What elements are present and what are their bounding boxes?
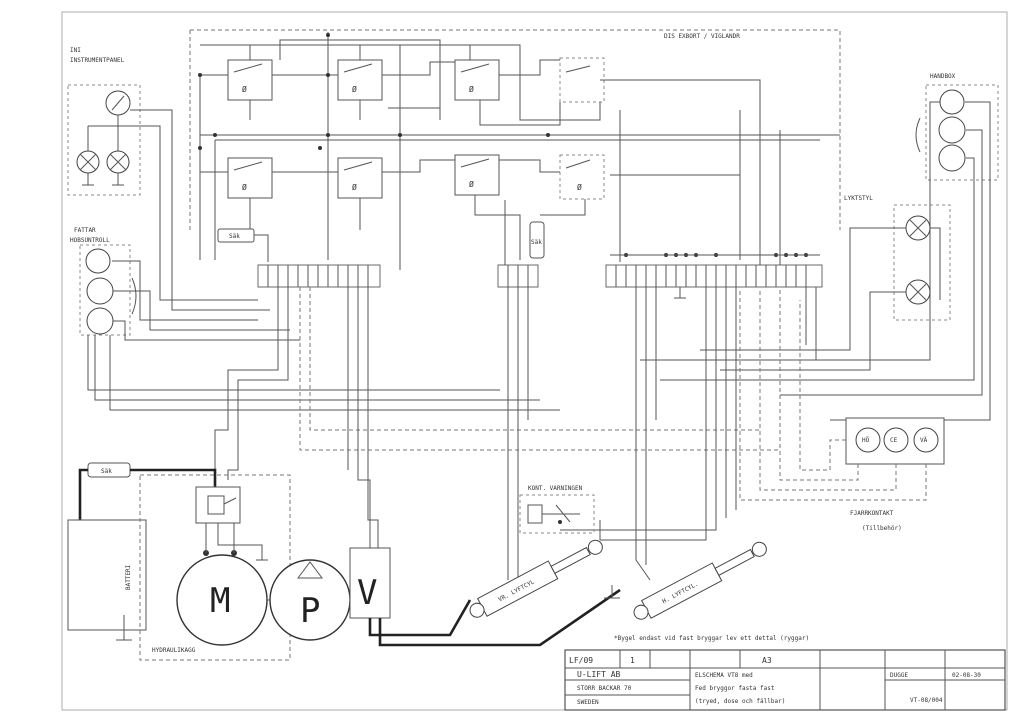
- title-block-title-3: (tryed, dose och fällbar): [695, 698, 785, 705]
- remote-control-sublabel: (Tillbehör): [862, 525, 902, 532]
- terminal-strip-left: [257, 264, 381, 288]
- warning-contact-label: KONT. VARNINGEN: [528, 485, 583, 492]
- title-block-company: U-LIFT AB: [577, 670, 621, 679]
- terminal-strips: [257, 253, 823, 299]
- title-block-title-2: Fed bryggor fasta fast: [695, 685, 775, 692]
- hydraulic-unit: M P V HYDRAULIKAGG: [139, 474, 391, 661]
- relay-symbol: Ø: [352, 84, 357, 94]
- title-block-number: VT-08/004: [910, 697, 943, 704]
- instrument-panel-label: INSTRUMENTPANEL: [70, 57, 125, 64]
- hoist-control-unit: FATTAR HOBSUNTROLL: [70, 227, 560, 411]
- title-block-rev: LF/09: [569, 656, 593, 665]
- cylinder-ground: [604, 585, 620, 599]
- hydraulic-hoses: [368, 588, 621, 647]
- instrument-panel-prefix: INI: [70, 47, 81, 54]
- relay-panel: DIS EXBORT / VIGLANDR Ø Ø Ø Ø Ø Ø Ø: [189, 29, 841, 270]
- relay-7: [454, 154, 500, 196]
- handbox: HANDBOX: [640, 73, 999, 421]
- pump-label: P: [300, 591, 320, 631]
- hoist-button-up: [85, 248, 111, 274]
- remote-button-1: [855, 427, 881, 453]
- relay-4: [559, 57, 605, 103]
- instrument-panel: INI INSTRUMENTPANEL: [67, 47, 270, 311]
- relay-3: [454, 59, 500, 101]
- hoist-control-label-1: FATTAR: [74, 227, 96, 234]
- remote-button-2: [883, 427, 909, 453]
- title-block-drawn: DUGGE: [890, 672, 908, 679]
- footnote: *Bygel endast vid fast bryggar lev ett d…: [614, 635, 809, 642]
- lift-cylinder-right: H. LYFTCYL.: [633, 541, 767, 620]
- title-block-title-1: ELSCHEMA VT8 med: [695, 672, 753, 679]
- main-fuse-label: Säk: [101, 468, 112, 475]
- relay-symbol: Ø: [577, 182, 582, 192]
- work-lamps: LYKTSTYL: [700, 195, 951, 371]
- warning-contact: KONT. VARNINGEN: [519, 485, 595, 534]
- title-block-address-1: STORR BACKAR 70: [577, 685, 632, 692]
- warning-contact-frame: [519, 494, 595, 534]
- terminal-strip-right: [605, 264, 823, 288]
- handbox-button-3: [938, 144, 966, 172]
- sheet-border: [61, 11, 1008, 711]
- hoist-button-mid: [86, 277, 114, 305]
- lift-cylinder-left: VR. LYFTCYL: [469, 539, 603, 618]
- center-fuse-label: Säk: [531, 239, 542, 246]
- warning-relay: [527, 504, 543, 524]
- remote-button-1-label: HÖ: [862, 437, 870, 444]
- hoist-control-label-2: HOBSUNTROLL: [70, 237, 110, 244]
- remote-button-2-label: CE: [890, 437, 898, 444]
- remote-control: HÖ CE VÄ FJARRKONTAKT (Tillbehör): [299, 287, 945, 532]
- handbox-label: HANDBOX: [930, 73, 956, 80]
- battery-circuit: Säk BATTERI: [67, 462, 217, 641]
- relay-symbol: Ø: [352, 182, 357, 192]
- relay-symbol: Ø: [469, 179, 474, 189]
- relay-panel-label: DIS EXBORT / VIGLANDR: [664, 33, 740, 40]
- relay-2: [337, 59, 383, 101]
- motor-relay-coil: [207, 495, 225, 515]
- relay-1: [227, 59, 273, 101]
- handbox-button-1: [939, 89, 965, 115]
- relay-5: [227, 157, 273, 199]
- handbox-frame: [925, 84, 999, 181]
- hoist-button-down: [86, 307, 114, 335]
- relay-8: [559, 154, 605, 200]
- title-block-sheet: 1: [630, 656, 635, 665]
- relay-symbol: Ø: [469, 84, 474, 94]
- title-block-date: 02-08-30: [952, 672, 981, 679]
- remote-button-3: [913, 427, 939, 453]
- panel-fuse-label: Säk: [229, 233, 240, 240]
- motor-label: M: [210, 581, 230, 621]
- remote-button-3-label: VÄ: [920, 437, 928, 444]
- valve-label: V: [357, 573, 377, 613]
- center-fuse: [529, 221, 545, 259]
- handbox-button-2: [938, 116, 966, 144]
- relay-symbol: Ø: [242, 182, 247, 192]
- relay-6: [337, 157, 383, 199]
- title-block-size: A3: [762, 656, 772, 665]
- cable-harness: [214, 287, 817, 601]
- battery: [67, 519, 147, 631]
- relay-symbol: Ø: [242, 84, 247, 94]
- instrument-panel-frame: [67, 84, 141, 196]
- hoist-control-frame: [79, 244, 131, 336]
- remote-control-label: FJARRKONTAKT: [850, 510, 894, 517]
- title-block: LF/09 1 A3 U-LIFT AB STORR BACKAR 70 SWE…: [564, 649, 1006, 711]
- valve: [349, 547, 391, 619]
- battery-label: BATTERI: [125, 564, 132, 590]
- work-lamps-frame: [893, 204, 951, 321]
- hydraulic-unit-label: HYDRAULIKAGG: [152, 647, 196, 654]
- work-lamps-label: LYKTSTYL: [844, 195, 873, 202]
- title-block-address-2: SWEDEN: [577, 699, 599, 706]
